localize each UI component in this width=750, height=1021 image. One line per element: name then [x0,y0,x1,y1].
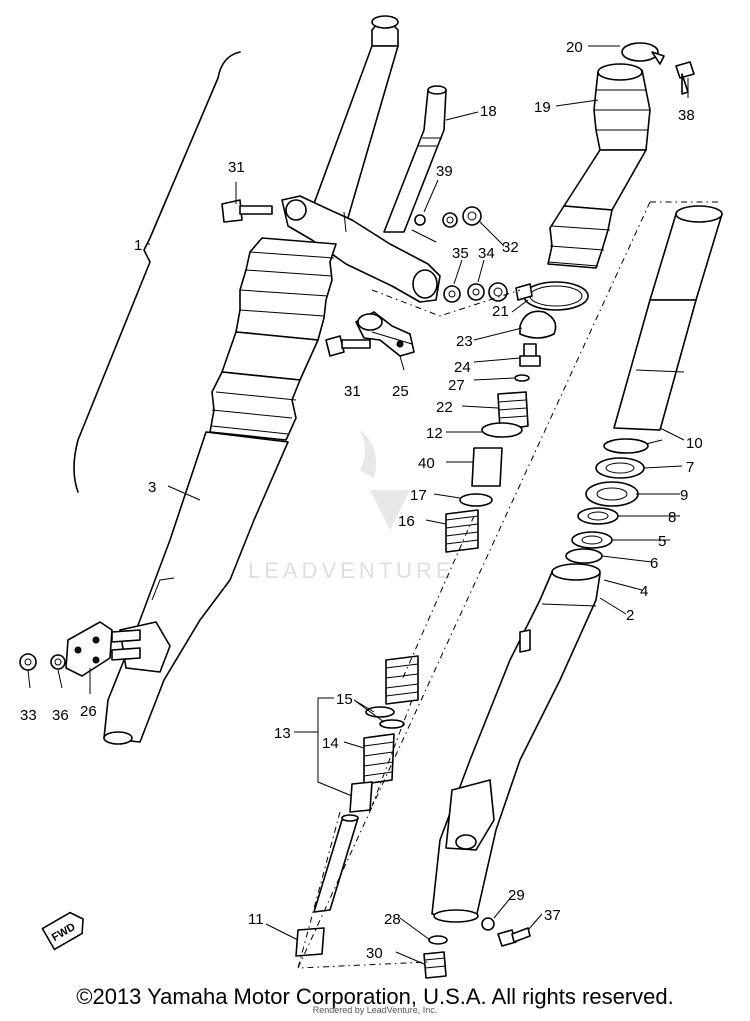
left-fork-assembly [65,15,441,745]
label-11: 11 [248,911,264,928]
label-6: 6 [650,555,658,572]
label-16: 16 [398,513,415,530]
label-25: 25 [392,383,409,400]
fwd-arrow-icon: FWD [41,911,84,951]
label-10: 10 [686,435,703,452]
label-9: 9 [680,487,688,504]
copyright-notice: ©2013 Yamaha Motor Corporation, U.S.A. A… [76,984,674,1009]
rendered-by-credit: Rendered by LeadVenture, Inc. [312,1005,438,1015]
label-2: 2 [626,607,634,624]
boot-clamp [515,281,589,311]
label-39: 39 [436,163,453,180]
label-17: 17 [410,487,427,504]
label-23: 23 [456,333,473,350]
label-5: 5 [658,533,666,550]
label-32: 32 [502,239,519,256]
label-8: 8 [668,509,676,526]
label-30: 30 [366,945,383,962]
label-15: 15 [336,691,353,708]
svg-text:LEADVENTURE: LEADVENTURE [248,558,455,583]
damper-assembly [313,706,405,913]
label-14: 14 [322,735,339,752]
stem-hardware [411,206,508,303]
label-13: 13 [274,725,291,742]
bracket-guideline [371,289,521,317]
label-26: 26 [80,703,97,720]
label-27: 27 [448,377,465,394]
oil-lock-piece [295,927,325,957]
label-31a: 31 [228,159,245,176]
bracket-1 [73,51,241,493]
label-29: 29 [508,887,525,904]
label-35: 35 [452,245,469,262]
pinch-bolt-upper [221,199,273,223]
label-1: 1 [134,237,142,254]
cap-and-clamp [325,310,557,357]
air-valve [514,343,541,382]
label-4: 4 [640,583,648,600]
label-3: 3 [148,479,156,496]
label-18: 18 [480,103,497,120]
label-12: 12 [426,425,443,442]
label-21: 21 [492,303,509,320]
label-40: 40 [418,455,435,472]
part-labels: 1 3 20 38 19 18 31 39 32 34 35 21 23 31 … [20,39,703,962]
leadventure-watermark: LEADVENTURE [248,430,455,583]
fork-spring [385,509,479,705]
fork-cap-bolt [497,391,529,431]
label-37: 37 [544,907,561,924]
spring-seat [459,493,493,507]
spacer [471,447,503,487]
leader-lines [27,45,689,965]
label-19: 19 [534,99,551,116]
label-28: 28 [384,911,401,928]
clamp-nuts [19,653,66,671]
label-38: 38 [678,107,695,124]
assembly-guideline [297,201,720,969]
label-34: 34 [478,245,495,262]
o-ring [481,422,523,438]
label-36: 36 [52,707,69,724]
right-fork-exploded [423,42,723,979]
label-31b: 31 [344,383,361,400]
label-22: 22 [436,399,453,416]
steering-stem [343,85,447,233]
label-24: 24 [454,359,471,376]
label-33: 33 [20,707,37,724]
label-20: 20 [566,39,583,56]
label-7: 7 [686,459,694,476]
